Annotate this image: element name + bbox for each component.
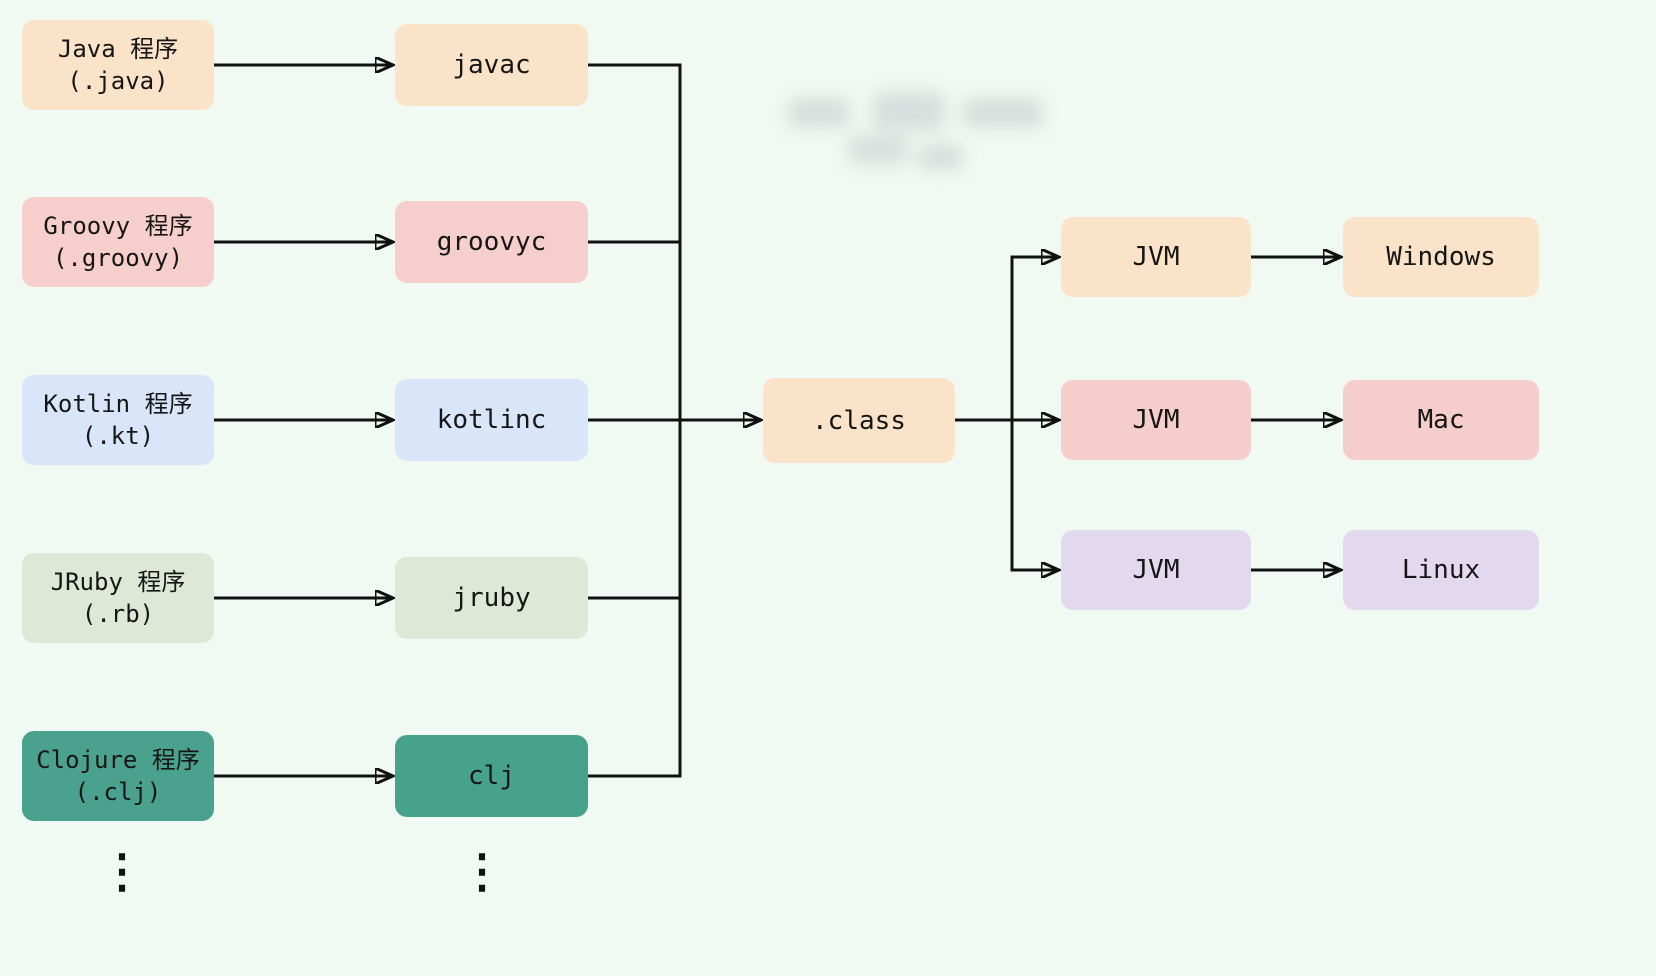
- node-jvm-linux: JVM: [1061, 530, 1251, 610]
- node-platform-linux: Linux: [1343, 530, 1539, 610]
- ellipsis-compilers: ⋮: [459, 844, 505, 898]
- node-label: Windows: [1386, 242, 1496, 272]
- node-compiler-javac: javac: [395, 24, 588, 106]
- node-label: JVM: [1132, 405, 1180, 435]
- node-label: Linux: [1401, 555, 1481, 585]
- node-label: javac: [452, 50, 531, 80]
- node-jvm-windows: JVM: [1061, 217, 1251, 297]
- node-label: Clojure 程序: [36, 745, 200, 774]
- node-jvm-mac: JVM: [1061, 380, 1251, 460]
- node-platform-windows: Windows: [1343, 217, 1539, 297]
- node-source-jruby: JRuby 程序 (.rb): [22, 553, 214, 643]
- node-label: kotlinc: [436, 405, 547, 435]
- blurred-watermark: [778, 84, 1068, 184]
- node-source-java: Java 程序 (.java): [22, 20, 214, 110]
- node-class-file: .class: [763, 378, 955, 463]
- node-sublabel: (.groovy): [52, 244, 184, 272]
- node-label: Java 程序: [57, 34, 179, 63]
- node-label: jruby: [452, 583, 531, 613]
- node-label: groovyc: [436, 227, 547, 257]
- node-label: JVM: [1132, 242, 1180, 272]
- node-label: JRuby 程序: [50, 567, 186, 596]
- node-compiler-kotlinc: kotlinc: [395, 379, 588, 461]
- node-sublabel: (.rb): [81, 600, 155, 628]
- node-source-kotlin: Kotlin 程序 (.kt): [22, 375, 214, 465]
- node-label: Mac: [1417, 405, 1465, 435]
- node-label: Groovy 程序: [43, 211, 193, 240]
- node-sublabel: (.clj): [74, 778, 162, 806]
- node-compiler-jruby: jruby: [395, 557, 588, 639]
- node-platform-mac: Mac: [1343, 380, 1539, 460]
- ellipsis-sources: ⋮: [99, 844, 145, 898]
- node-label: .class: [812, 405, 906, 436]
- node-sublabel: (.java): [67, 67, 169, 95]
- node-sublabel: (.kt): [81, 422, 155, 450]
- node-label: JVM: [1132, 555, 1180, 585]
- node-compiler-clj: clj: [395, 735, 588, 817]
- node-label: Kotlin 程序: [43, 389, 193, 418]
- node-label: clj: [468, 761, 515, 791]
- node-compiler-groovyc: groovyc: [395, 201, 588, 283]
- node-source-groovy: Groovy 程序 (.groovy): [22, 197, 214, 287]
- node-source-clojure: Clojure 程序 (.clj): [22, 731, 214, 821]
